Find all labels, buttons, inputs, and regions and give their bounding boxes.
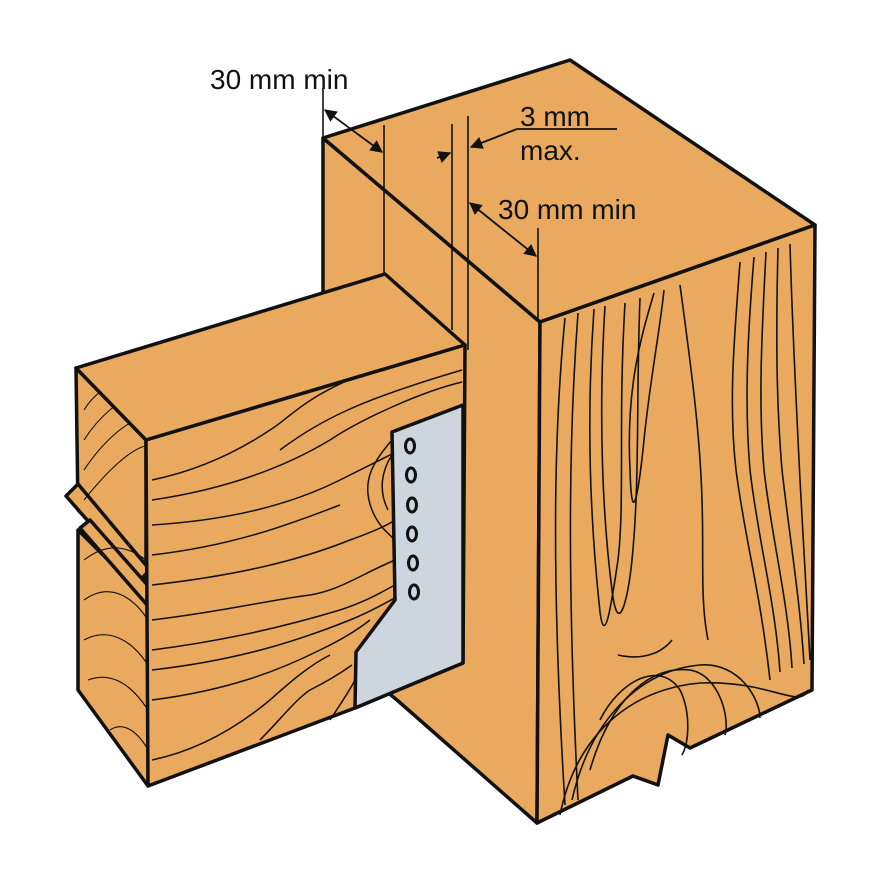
dimension-label-gap-value: 3 mm: [520, 101, 590, 132]
hanger-plate: [353, 403, 465, 710]
post-front-face: [535, 223, 817, 825]
nail-hole: [406, 525, 418, 543]
beam-end-grain: [83, 381, 149, 751]
nail-hole: [406, 496, 418, 514]
dim-arrow-gap-left: [436, 151, 452, 163]
nail-hole: [407, 554, 419, 572]
nail-hole: [408, 583, 420, 601]
dim-arrow-edge-left: [323, 109, 384, 153]
dimension-label-edge-left: 30 mm min: [210, 64, 349, 95]
nail-hole: [404, 437, 416, 455]
dimension-arrows: [323, 109, 617, 257]
post-grain: [554, 243, 811, 816]
joist-hanger: [353, 403, 465, 710]
hanger-nail-holes: [404, 437, 420, 601]
beam-side-grain: [151, 369, 463, 761]
dim-arrow-gap-right: [469, 128, 518, 149]
nail-hole: [405, 466, 417, 484]
dimension-label-gap-qualifier: max.: [520, 135, 581, 166]
dimension-label-edge-right: 30 mm min: [498, 194, 637, 225]
beam: [64, 272, 467, 788]
dim-arrow-edge-right: [469, 202, 537, 257]
